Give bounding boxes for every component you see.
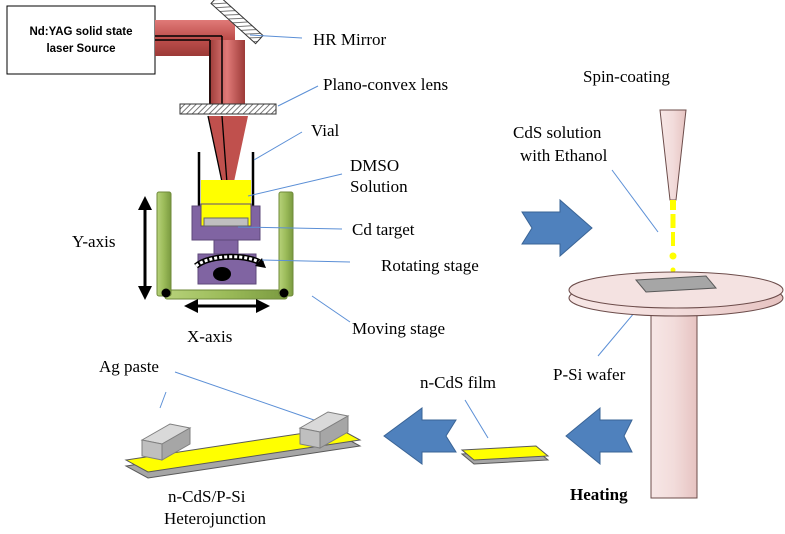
y-axis-arrow <box>138 196 152 300</box>
hr-mirror-label: HR Mirror <box>313 30 387 49</box>
moving-stage-label: Moving stage <box>352 319 445 338</box>
process-arrow-left-2 <box>383 407 457 465</box>
heating-label: Heating <box>570 485 628 504</box>
vial-label: Vial <box>311 121 340 140</box>
hr-mirror <box>210 0 264 45</box>
moving-stage <box>156 191 294 300</box>
y-axis-label: Y-axis <box>72 232 115 251</box>
rotating-stage <box>191 203 266 285</box>
dmso-label-1: DMSO <box>350 156 399 175</box>
psi-wafer-label: P-Si wafer <box>553 365 626 384</box>
ag-paste-label: Ag paste <box>99 357 159 376</box>
lens-label: Plano-convex lens <box>323 75 448 94</box>
laser-source-line2: laser Source <box>46 43 115 55</box>
spin-coater <box>568 109 784 499</box>
rotating-stage-label: Rotating stage <box>381 256 479 275</box>
process-arrow-right <box>521 198 593 258</box>
heterojunction-label-2: Heterojunction <box>164 509 266 528</box>
spin-coating-label: Spin-coating <box>583 67 670 86</box>
plano-convex-lens <box>179 103 277 115</box>
cd-target-label: Cd target <box>352 220 415 239</box>
cds-solution-label-1: CdS solution <box>513 123 602 142</box>
cds-solution-label-2: with Ethanol <box>520 146 608 165</box>
heterojunction-device <box>124 411 362 479</box>
ncds-film-label: n-CdS film <box>420 373 496 392</box>
laser-beam <box>155 20 248 211</box>
x-axis-arrow <box>184 299 270 313</box>
laser-source-line1: Nd:YAG solid state <box>29 26 132 38</box>
x-axis-label: X-axis <box>187 327 232 346</box>
laser-source-box: Nd:YAG solid state laser Source <box>6 5 156 75</box>
heterojunction-label-1: n-CdS/P-Si <box>168 487 246 506</box>
dmso-label-2: Solution <box>350 177 408 196</box>
process-arrow-left-1 <box>565 406 633 466</box>
ncds-film <box>460 445 550 465</box>
